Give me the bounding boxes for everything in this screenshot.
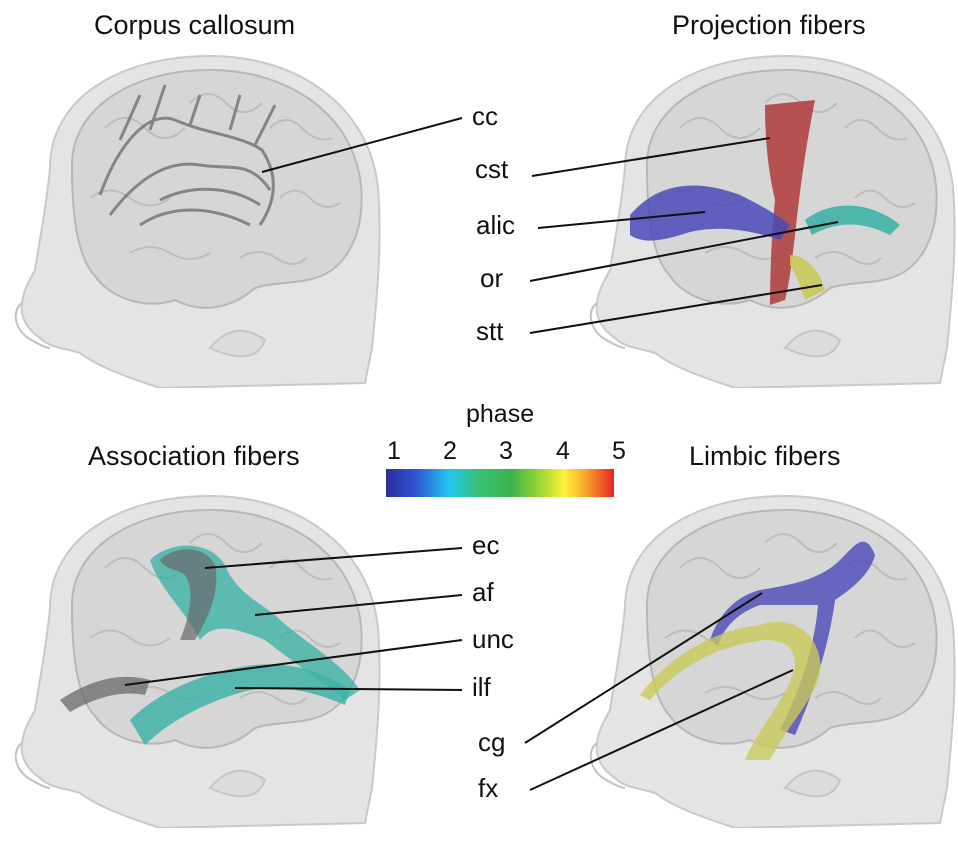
leader-or xyxy=(529,221,839,282)
leader-stt xyxy=(529,284,823,334)
panel-limbic xyxy=(589,495,956,828)
label-fx: fx xyxy=(478,773,499,803)
panel-association xyxy=(14,495,381,828)
tract-stt xyxy=(790,255,825,300)
tract-cg xyxy=(710,541,875,735)
label-cst: cst xyxy=(475,154,509,184)
leader-fx xyxy=(529,669,794,791)
leader-cc xyxy=(261,117,463,173)
leader-cst xyxy=(531,137,771,177)
tract-alic xyxy=(630,185,790,241)
label-cg: cg xyxy=(478,727,506,757)
title-corpus-callosum: Corpus callosum xyxy=(94,10,296,40)
label-cc: cc xyxy=(472,101,498,131)
panel-projection xyxy=(589,55,956,388)
leader-lines xyxy=(124,117,839,791)
colorbar-tick-3: 3 xyxy=(499,437,513,465)
leader-alic xyxy=(537,211,706,229)
tract-cst xyxy=(765,100,815,305)
colorbar-tick-5: 5 xyxy=(612,437,626,465)
label-ec: ec xyxy=(472,530,500,560)
leader-cg xyxy=(524,592,763,744)
label-or: or xyxy=(480,263,504,293)
tract-fx xyxy=(640,621,821,760)
colorbar-title: phase xyxy=(466,400,535,428)
title-limbic-fibers: Limbic fibers xyxy=(689,441,841,471)
colorbar-tick-1: 1 xyxy=(387,437,401,465)
label-af: af xyxy=(472,577,494,607)
label-stt: stt xyxy=(476,316,504,346)
label-alic: alic xyxy=(476,210,516,240)
tract-cc xyxy=(98,84,277,227)
colorbar-gradient xyxy=(386,469,614,497)
title-association-fibers: Association fibers xyxy=(88,441,300,471)
title-projection-fibers: Projection fibers xyxy=(672,10,866,40)
tract-unc xyxy=(60,676,150,712)
leader-af xyxy=(254,594,463,616)
label-ilf: ilf xyxy=(472,672,491,702)
leader-unc xyxy=(124,639,463,686)
panel-corpus-callosum xyxy=(14,55,381,388)
leader-ec xyxy=(204,547,463,569)
colorbar-tick-2: 2 xyxy=(443,437,457,465)
tract-ec xyxy=(160,549,217,640)
leader-ilf xyxy=(234,687,463,691)
colorbar-tick-4: 4 xyxy=(556,437,570,465)
tract-ilf xyxy=(130,664,350,745)
label-unc: unc xyxy=(472,624,514,654)
tract-or xyxy=(805,205,900,235)
